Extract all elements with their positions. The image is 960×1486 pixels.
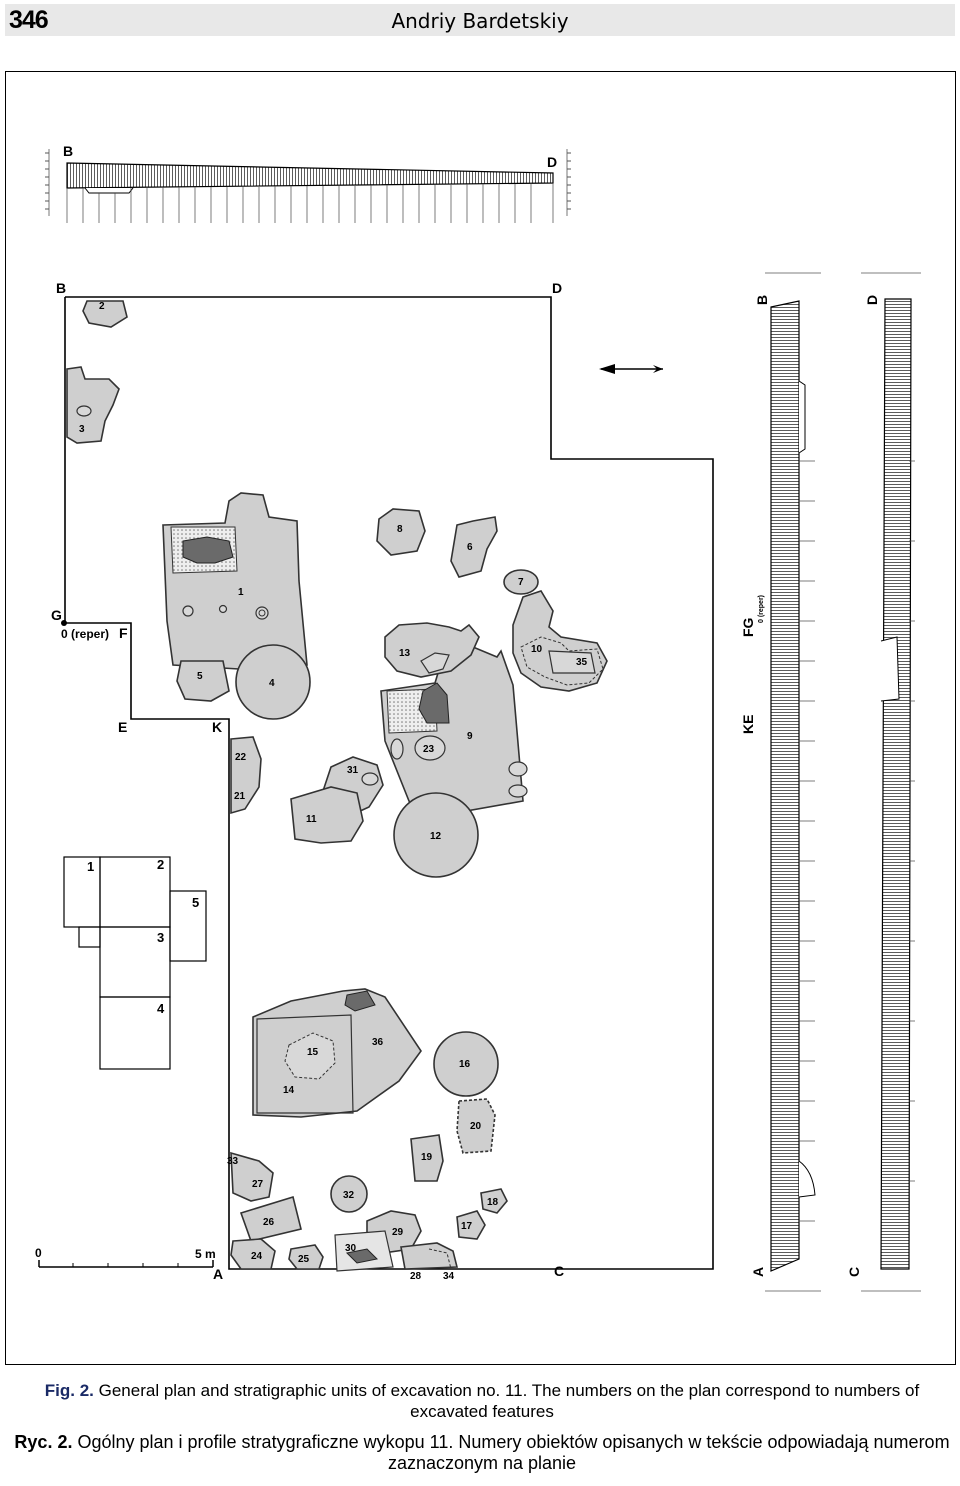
feature-label: 8 [397,524,403,535]
feature-label: 35 [576,657,588,668]
corner-a-label: A [213,1266,223,1282]
square-5-label: 5 [192,895,199,910]
feature-label: 25 [298,1254,310,1265]
feature-label: 32 [343,1190,355,1201]
page-number: 346 [9,6,49,34]
excavation-plan: B D B D G 0 (reper) F E K A C 0 5 m [35,143,921,1292]
feature-shapes [66,300,608,1272]
feature-label: 6 [467,542,473,553]
feature-label: 24 [251,1251,263,1262]
feature-label: 29 [392,1227,404,1238]
corner-e-label: E [118,719,127,735]
feature-label: 17 [461,1221,473,1232]
feature-label: 13 [399,648,411,659]
square-grid: 1 2 3 4 5 [63,856,207,1070]
corner-g-label: G [51,607,62,623]
corner-d-label: D [552,280,562,296]
north-arrow-icon [599,364,663,374]
square-1-label: 1 [87,859,94,874]
feature-label: 14 [283,1085,295,1096]
profile-b-d: B D [45,143,571,223]
square-4-label: 4 [157,1001,165,1016]
corner-b-label: B [56,280,66,296]
caption-english-lead: Fig. 2. [44,1381,94,1400]
feature-label: 23 [423,744,435,755]
caption-polish-lead: Ryc. 2. [14,1432,73,1452]
running-header: 346 Andriy Bardetskiy [5,4,955,36]
profile-d-c: D C [846,272,921,1292]
profile-b-label: B [754,295,770,305]
square-2-label: 2 [157,857,164,872]
corner-c-label: C [554,1263,564,1279]
caption-polish-text: Ogólny plan i profile stratygraficzne wy… [72,1432,950,1473]
feature-label: 26 [263,1217,275,1228]
reper-label: 0 (reper) [61,627,109,641]
feature-label: 5 [197,671,203,682]
feature-label: 31 [347,765,359,776]
feature-label: 15 [307,1047,319,1058]
feature-label: 9 [467,731,473,742]
caption-english-text: General plan and stratigraphic units of … [93,1381,920,1421]
feature-label: 18 [487,1197,499,1208]
feature-label: 21 [234,791,246,802]
feature-label: 34 [443,1271,455,1282]
feature-label: 16 [459,1059,471,1070]
feature-label: 12 [430,831,442,842]
profile-d-label: D [864,295,880,305]
feature-label: 19 [421,1152,433,1163]
feature-label: 3 [79,424,85,435]
feature-label: 28 [410,1271,422,1282]
profile-fg-label: FG [740,617,756,637]
caption-polish: Ryc. 2. Ogólny plan i profile stratygraf… [8,1432,956,1474]
profile-a-label: A [750,1267,766,1277]
figure-frame: B D B D G 0 (reper) F E K A C 0 5 m [5,71,956,1365]
feature-label: 11 [306,814,317,825]
depth-scale-right [566,149,571,216]
caption-english: Fig. 2. General plan and stratigraphic u… [8,1380,956,1422]
profile-b-d-ticks [66,183,554,223]
trench-outline [64,296,714,1270]
scale-bar: 0 5 m [35,1246,216,1268]
feature-label: 22 [235,752,247,763]
feature-label: 7 [518,577,524,588]
profile-b-a: B FG 0 (reper) KE A [740,272,821,1292]
profile-reper-label: 0 (reper) [758,595,765,623]
feature-label: 30 [345,1243,357,1254]
feature-label: 27 [252,1179,264,1190]
feature-labels: 2 3 1 4 5 6 7 8 9 10 11 12 13 14 15 16 1… [79,301,588,1282]
corner-b-top-label: B [63,143,73,159]
feature-label: 4 [269,678,275,689]
square-3-label: 3 [157,930,164,945]
depth-scale-left [45,149,50,216]
feature-label: 33 [227,1156,239,1167]
profile-c-label: C [846,1267,862,1277]
feature-label: 2 [99,301,105,312]
feature-label: 20 [470,1121,482,1132]
profile-b-d-section [66,162,554,189]
corner-k-label: K [212,719,222,735]
feature-label: 36 [372,1037,384,1048]
scale-zero-label: 0 [35,1246,42,1260]
feature-label: 10 [531,644,543,655]
scale-five-label: 5 m [195,1247,216,1261]
reper-point [61,620,67,626]
corner-f-label: F [119,625,128,641]
profile-b-d-pit [84,187,134,194]
feature-label: 1 [238,587,244,598]
running-header-author: Andriy Bardetskiy [391,9,569,33]
profile-ke-label: KE [740,715,756,734]
corner-d-top-label: D [547,154,557,170]
